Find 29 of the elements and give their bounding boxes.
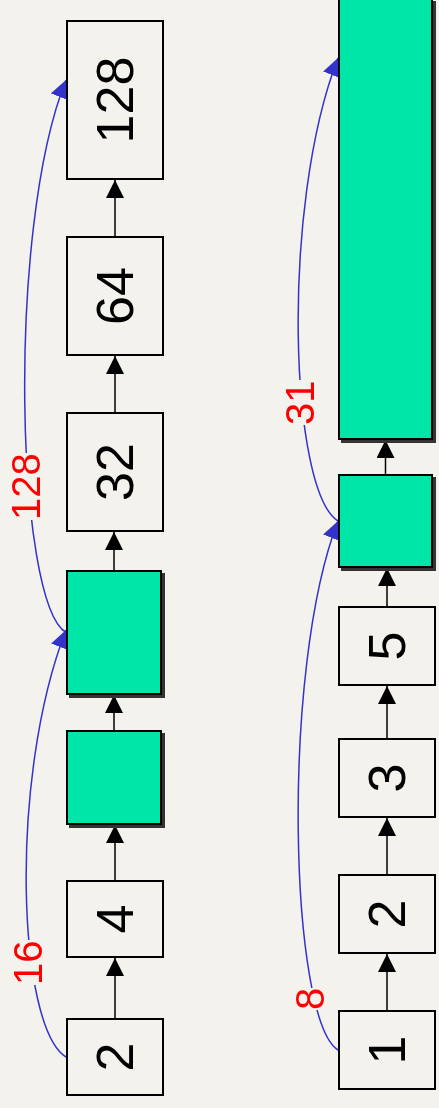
arrow — [106, 179, 124, 237]
node-number: 32 — [89, 443, 141, 501]
arrow — [106, 957, 124, 1019]
arrow — [378, 953, 396, 1011]
number-box — [66, 1018, 164, 1096]
node-number: 3 — [361, 763, 413, 793]
number-box — [338, 606, 436, 686]
node-number: 5 — [361, 631, 413, 661]
number-box — [66, 412, 164, 532]
arrow — [106, 355, 124, 413]
number-box — [66, 236, 164, 356]
number-box — [338, 874, 436, 954]
node-number: 128 — [89, 56, 141, 144]
filled-box — [338, 474, 433, 568]
arrow — [105, 531, 123, 571]
filled-box — [66, 730, 162, 825]
filled-box — [338, 0, 433, 440]
arrow — [378, 817, 396, 875]
number-box — [66, 880, 164, 958]
node-number: 64 — [89, 267, 141, 325]
node-number: 4 — [89, 904, 141, 934]
number-box — [338, 1010, 436, 1090]
number-box — [338, 738, 436, 818]
node-number: 1 — [361, 1035, 413, 1065]
node-number: 2 — [361, 899, 413, 929]
node-number: 2 — [89, 1042, 141, 1072]
arrow — [378, 685, 396, 739]
filled-box — [66, 570, 162, 695]
number-box — [66, 20, 164, 180]
